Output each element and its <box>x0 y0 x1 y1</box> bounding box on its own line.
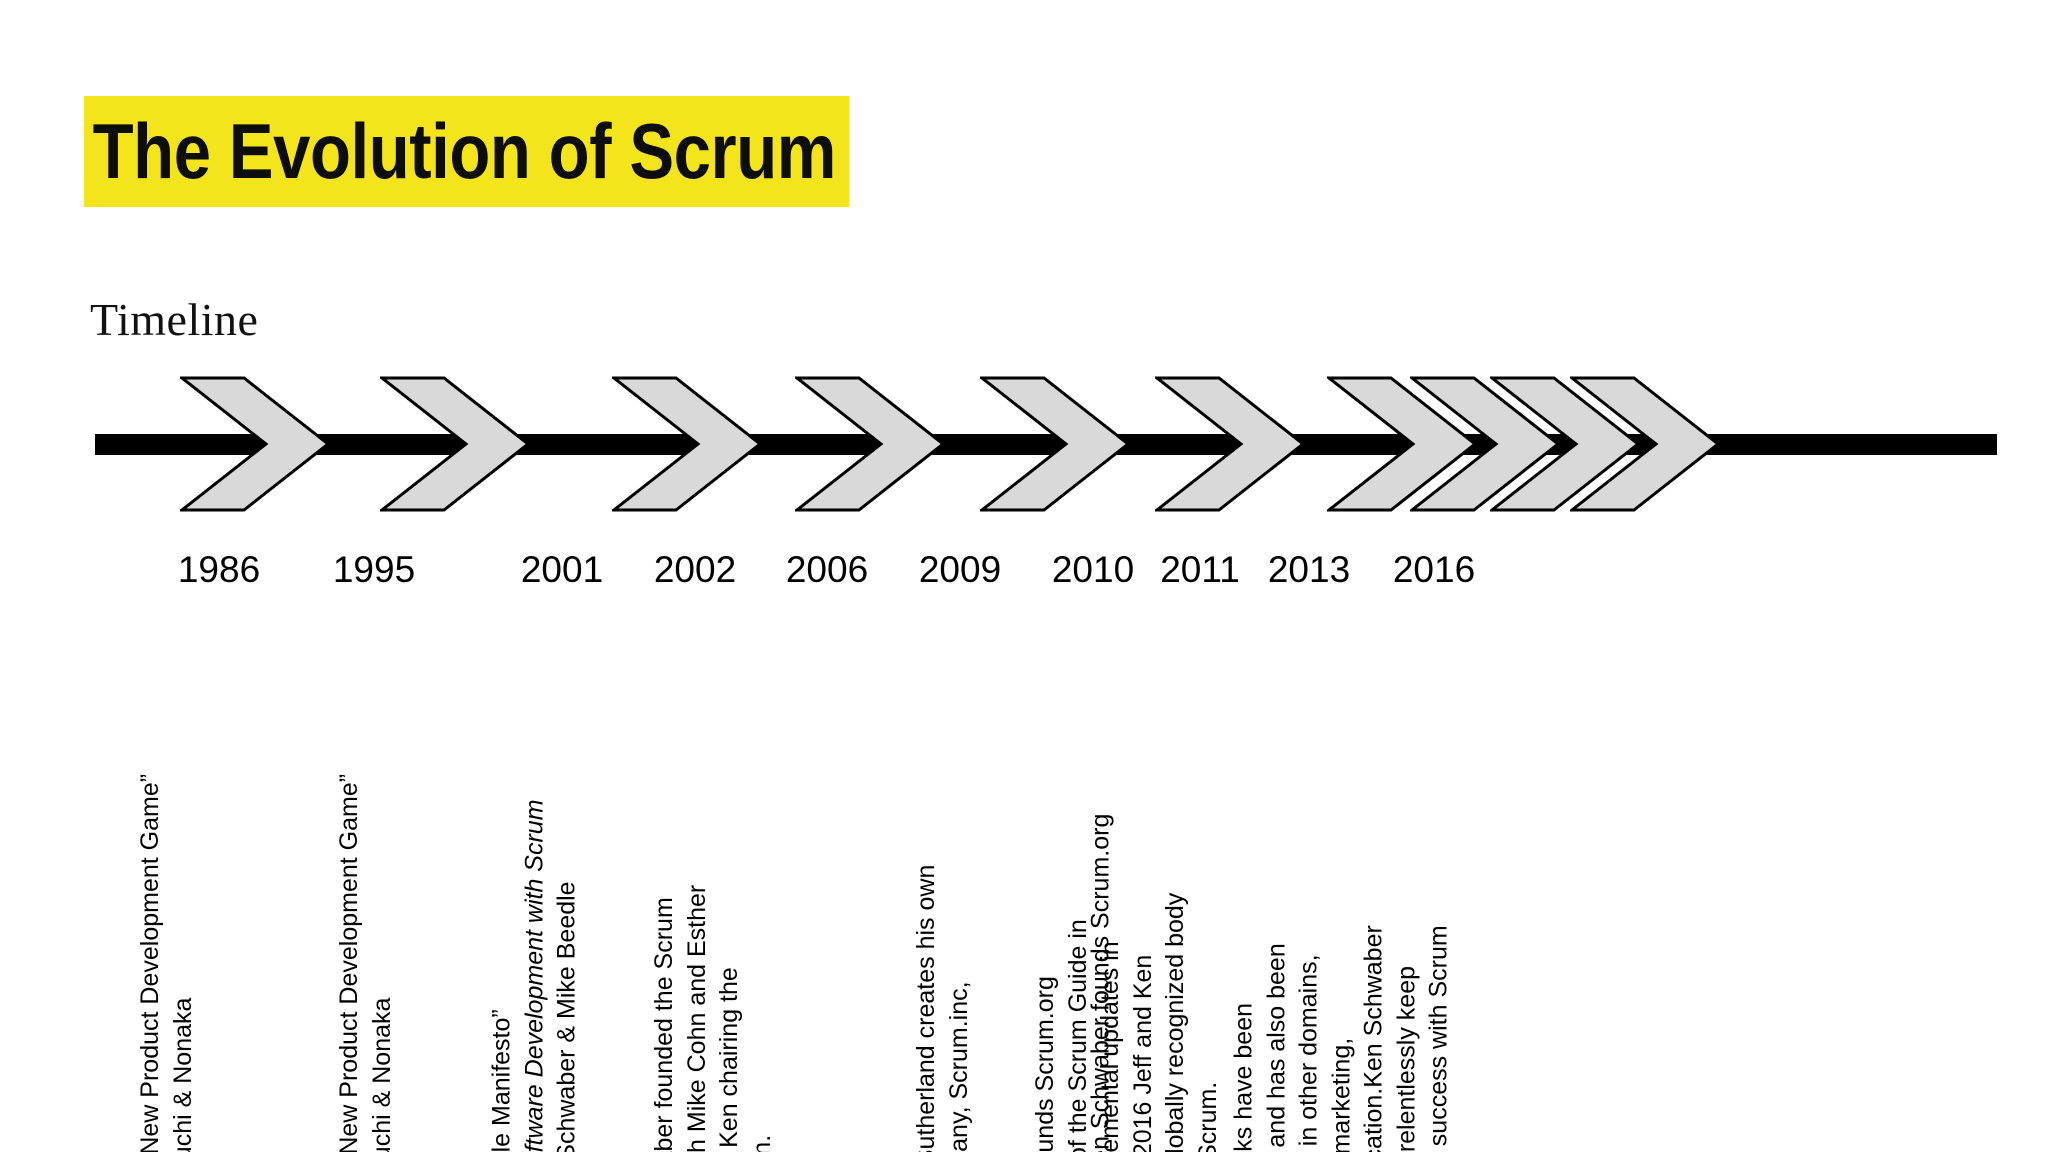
event-description-line: Jeff Sutherland creates his own <box>912 864 940 1152</box>
event-description-line: and Jeff Sutherland relentlessly keep <box>1390 925 1423 1152</box>
event-description-line: e.g. manufacturing, marketing, <box>1325 925 1358 1152</box>
page-title-text: The Evolution of Scrum <box>84 96 850 207</box>
year-label-2010: 2010 <box>1051 549 1135 590</box>
event-description-line: of knowledge of Scrum. <box>1192 893 1225 1152</box>
chevron-1-icon <box>180 376 330 512</box>
year-label-2016: 2016 <box>1392 549 1476 590</box>
chevron-4-icon <box>795 376 945 512</box>
page-title: The Evolution of Scrum <box>84 96 974 207</box>
year-label-1986: 1986 <box>177 549 261 590</box>
chevron-8-icon <box>1410 376 1560 512</box>
event-description-line: published on Scrum and has also been <box>1260 925 1293 1152</box>
event-description-line: Derby, with Ken chairing the <box>715 967 743 1152</box>
year-label-1995: 1995 <box>332 549 416 590</box>
chevron-5-icon <box>980 376 1130 512</box>
event-description-line: Takeuchi & Nonaka <box>168 997 197 1152</box>
event-description-line: Ken Schwaber founded the Scrum <box>650 897 678 1152</box>
event-description-line: company, Scrum.inc, <box>944 981 973 1152</box>
chevron-9-icon <box>1490 376 1640 512</box>
year-label-2002: 2002 <box>653 549 737 590</box>
section-subtitle: Timeline <box>90 294 259 345</box>
event-description-2016: More than 1000 books have beenpublished … <box>1228 925 1456 1152</box>
year-label-2009: 2009 <box>918 549 1002 590</box>
event-description-line: “The Agile Manifesto” <box>487 1009 516 1152</box>
event-description-line: established the globally recognized body <box>1161 892 1189 1152</box>
event-description-line: 2010, and its incremental updates in <box>1096 941 1124 1152</box>
event-description-line: “The New Product Development Game” <box>136 773 164 1152</box>
event-description-line: Agile Software Development with Scrum <box>520 799 548 1152</box>
event-description-line: operations and education.Ken Schwaber <box>1359 925 1388 1152</box>
event-description-line: Takeuchi & Nonaka <box>367 997 396 1152</box>
event-description-line: Alliance with Mike Cohn and Esther <box>682 884 711 1152</box>
chevron-2-icon <box>380 376 530 512</box>
event-description-1986: “The New Product Development Game”Takeuc… <box>134 774 199 1152</box>
event-description-2001: “The Agile Manifesto”Agile Software Deve… <box>486 799 584 1152</box>
year-label-2011: 2011 <box>1160 549 1240 590</box>
event-description-line: successfully applied in other domains, <box>1293 925 1326 1152</box>
event-description-line: First publication of the Scrum Guide in <box>1063 919 1092 1152</box>
event-description-line: “The New Product Development Game” <box>335 773 363 1152</box>
event-description-line: setting the vision for success with Scru… <box>1424 925 1453 1152</box>
event-description-line: Ken Schwaber founds Scrum.org <box>1029 893 1062 1152</box>
chevron-6-icon <box>1155 376 1305 512</box>
chevron-7-icon <box>1327 376 1477 512</box>
year-label-2001: 2001 <box>520 549 604 590</box>
chevron-3-icon <box>612 376 762 512</box>
event-description-line: organization. <box>746 885 779 1152</box>
year-label-2006: 2006 <box>785 549 869 590</box>
event-description-line: 2011, 2013, and 2016 Jeff and Ken <box>1128 954 1157 1152</box>
event-description-line: More than 1000 books have been <box>1228 925 1261 1152</box>
chevron-10-icon <box>1570 376 1720 512</box>
year-label-2013: 2013 <box>1267 549 1351 590</box>
event-description-line: by Ken Schwaber & Mike Beedle <box>552 881 581 1152</box>
event-description-1995: “The New Product Development Game”Takeuc… <box>333 774 398 1152</box>
